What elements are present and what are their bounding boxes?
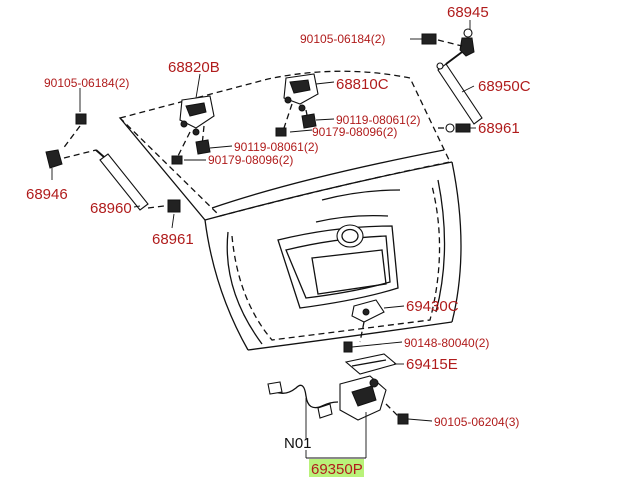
label-68961-left[interactable]: 68961 — [152, 231, 194, 248]
leader-lines — [51, 20, 476, 422]
back-door-panel — [118, 70, 462, 351]
label-69415e[interactable]: 69415E — [406, 356, 458, 373]
garnish-bar — [315, 214, 389, 223]
right-strut-assembly — [410, 28, 483, 133]
bracket-bolt-top — [463, 28, 473, 38]
stop-lamp — [321, 189, 401, 201]
left-strut-rod — [95, 149, 105, 158]
nut-90179-right — [275, 127, 287, 137]
door-left-side — [204, 219, 249, 351]
label-90105-06184-top[interactable]: 90105-06184(2) — [300, 32, 385, 46]
door-inner-contour — [226, 179, 446, 345]
left-strut-cylinder — [99, 153, 149, 211]
door-right-side — [451, 161, 462, 323]
label-69430c[interactable]: 69430C — [406, 298, 459, 315]
label-68820b[interactable]: 68820B — [168, 59, 220, 76]
highlight-69350p — [309, 459, 364, 477]
label-68961-right[interactable]: 68961 — [478, 120, 520, 137]
harness-n01 — [275, 384, 339, 409]
label-68960[interactable]: 68960 — [90, 200, 132, 217]
license-plate-inner — [285, 235, 391, 299]
nut-90119-right — [301, 113, 317, 129]
door-lower-edge — [247, 321, 453, 351]
label-90119-08061-left[interactable]: 90119-08061(2) — [234, 140, 319, 154]
right-strut-end-top — [436, 62, 444, 70]
door-upper-edge — [119, 117, 453, 221]
license-plate-recess — [277, 225, 399, 309]
right-hinge-68810c — [275, 73, 319, 137]
part-labels: 68945 90105-06184(2) 68820B 68810C 90105… — [26, 4, 531, 478]
label-69350p[interactable]: 69350P — [311, 461, 363, 478]
screw-90148 — [343, 341, 353, 353]
label-90105-06184-left[interactable]: 90105-06184(2) — [44, 76, 129, 90]
nut-90119-left — [195, 139, 211, 155]
right-upper-bracket — [459, 37, 475, 57]
label-68945[interactable]: 68945 — [447, 4, 489, 21]
label-68946[interactable]: 68946 — [26, 186, 68, 203]
license-plate — [311, 249, 387, 295]
left-strut-assembly — [45, 113, 181, 213]
label-90179-08096-left[interactable]: 90179-08096(2) — [208, 153, 293, 167]
label-90105-06204[interactable]: 90105-06204(3) — [434, 415, 519, 429]
label-68950c[interactable]: 68950C — [478, 78, 531, 95]
ball-stud-right — [455, 123, 471, 133]
left-hinge-68820b — [171, 95, 215, 165]
bolt-90105-top — [421, 33, 437, 45]
rear-emblem — [336, 224, 364, 248]
label-90179-08096-right[interactable]: 90179-08096(2) — [312, 125, 397, 139]
spoiler-line — [211, 149, 445, 209]
ball-stud-left — [167, 199, 181, 213]
latch-assembly — [267, 299, 409, 459]
label-n01[interactable]: N01 — [284, 435, 312, 452]
nut-90179-left — [171, 155, 183, 165]
rear-emblem-inner — [341, 228, 359, 244]
left-lower-bracket — [45, 149, 63, 169]
label-90148-80040[interactable]: 90148-80040(2) — [404, 336, 489, 350]
label-90119-08061-right[interactable]: 90119-08061(2) — [336, 113, 421, 127]
bolt-90105-06204 — [397, 413, 409, 425]
bolt-90105-left — [75, 113, 87, 125]
label-68810c[interactable]: 68810C — [336, 76, 389, 93]
door-inner-dashed — [231, 185, 441, 341]
right-strut-rod — [445, 51, 463, 65]
right-strut-cylinder — [437, 63, 483, 125]
switch-69415e — [344, 353, 398, 375]
